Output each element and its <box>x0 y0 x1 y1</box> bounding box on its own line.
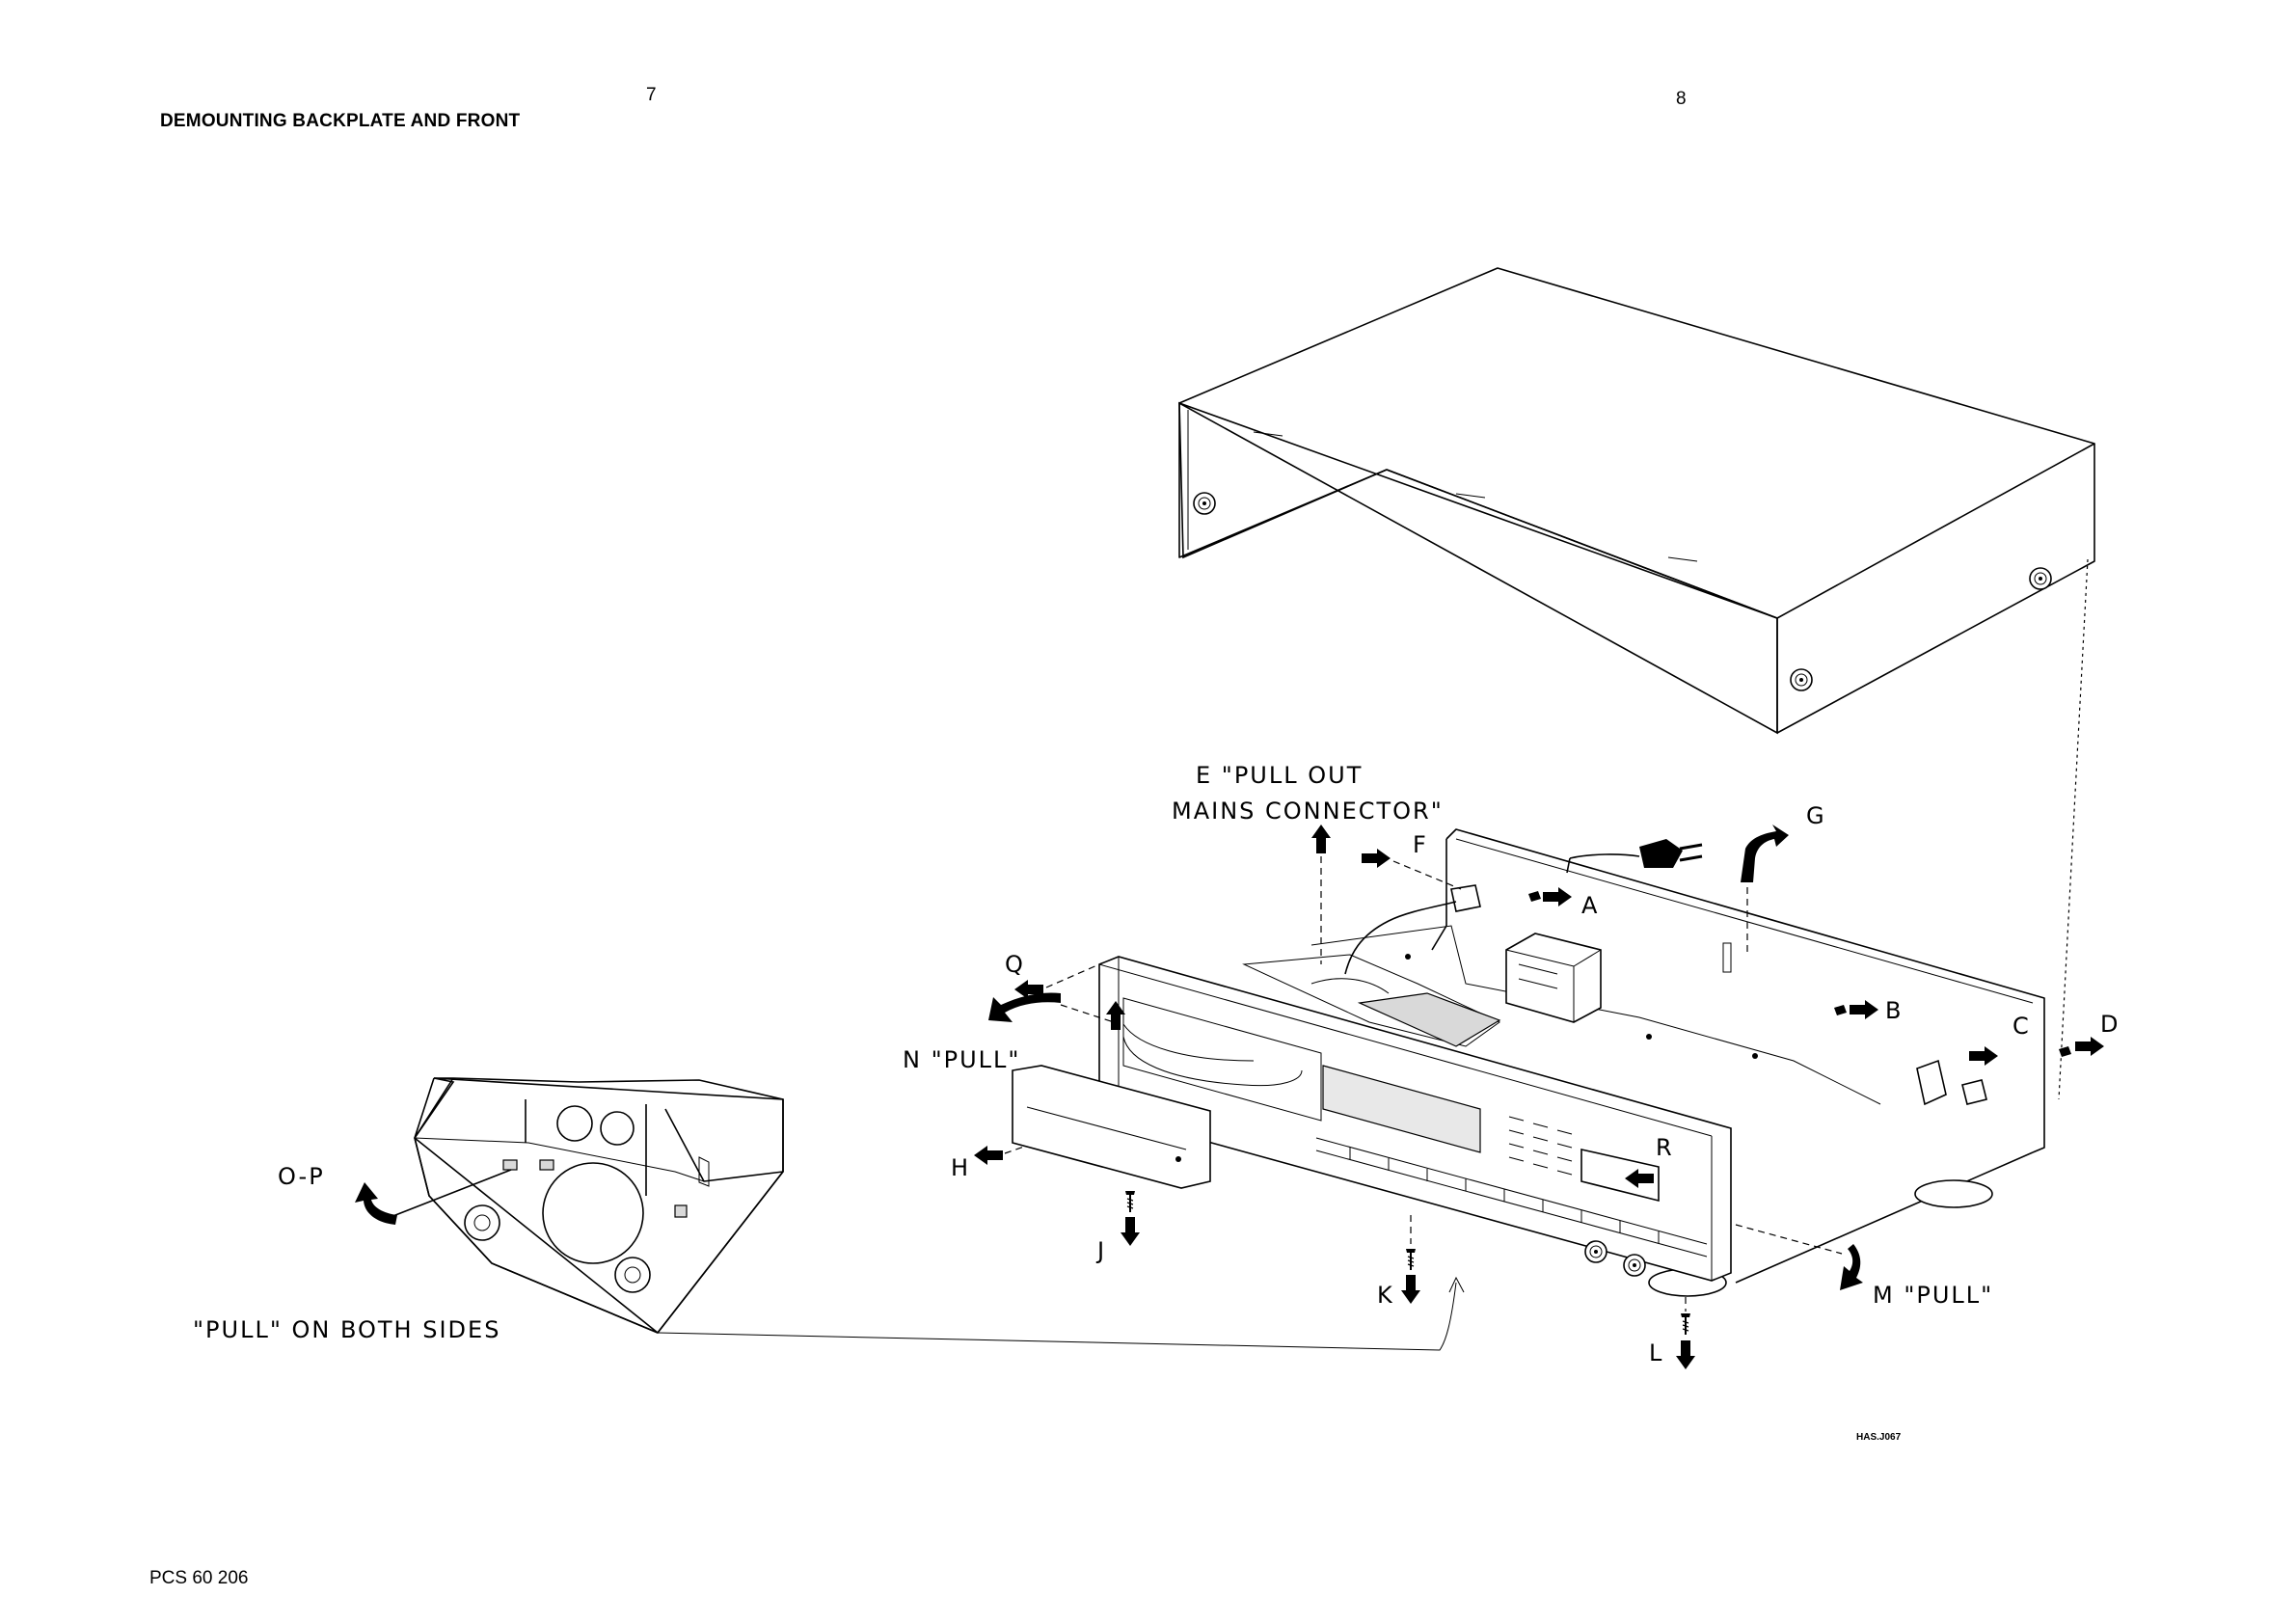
label-c: C <box>2012 1013 2031 1040</box>
label-o-p: O-P <box>278 1163 325 1190</box>
label-k: K <box>1377 1282 1394 1309</box>
label-h: H <box>951 1154 970 1181</box>
label-g: G <box>1806 802 1826 829</box>
label-f: F <box>1413 831 1428 858</box>
cover-guide-line <box>2059 559 2088 1099</box>
label-d: D <box>2100 1011 2120 1038</box>
label-n: N "PULL" <box>903 1046 1020 1073</box>
label-j: J <box>1095 1237 1106 1264</box>
label-e-line1: E "PULL OUT <box>1196 762 1363 789</box>
label-q: Q <box>1005 951 1025 978</box>
drawing-reference: HAS.J067 <box>1856 1432 1902 1443</box>
label-a: A <box>1581 892 1599 919</box>
label-r: R <box>1656 1134 1674 1161</box>
inset-detail-o-p <box>355 1078 783 1333</box>
inset-leader-line <box>658 1283 1456 1350</box>
inset-leader-arrowhead <box>1449 1278 1464 1292</box>
cabinet-cover <box>1179 268 2094 733</box>
label-e-line2: MAINS CONNECTOR" <box>1172 798 1444 825</box>
label-l: L <box>1649 1339 1663 1366</box>
label-b: B <box>1885 997 1903 1024</box>
label-pull-both-sides: "PULL" ON BOTH SIDES <box>193 1316 500 1343</box>
label-m: M "PULL" <box>1873 1282 1993 1309</box>
